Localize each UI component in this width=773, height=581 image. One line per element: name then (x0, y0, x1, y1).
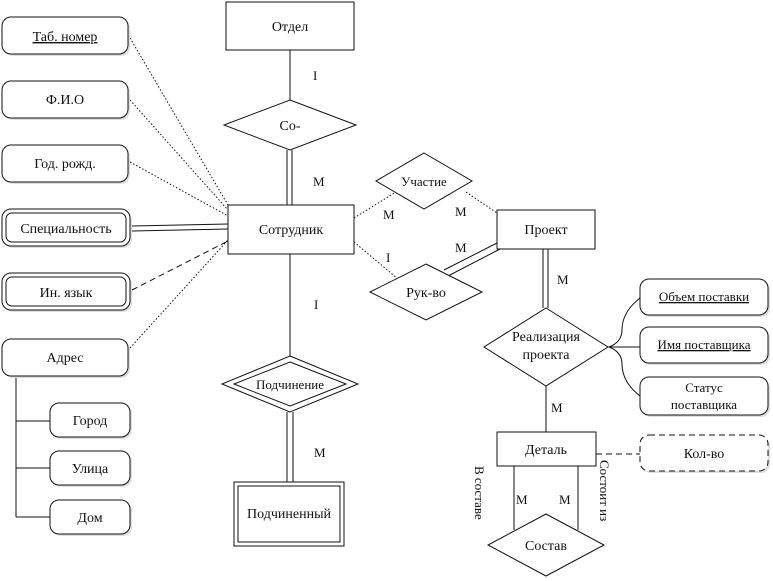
rel-subordination: Подчинение (220, 355, 360, 413)
rel-composition-label: Состав (525, 539, 567, 554)
entity-subordinate-label: Подчиненный (247, 507, 331, 522)
card-co-employee: M (313, 174, 325, 189)
attr-street: Улица (49, 450, 132, 487)
rel-management: Рук-во (368, 263, 484, 321)
attr-supplier-name: Имя поставщика (639, 326, 770, 365)
attr-house: Дом (49, 499, 132, 536)
link-address (129, 239, 229, 349)
rel-subordination-label: Подчинение (256, 377, 324, 392)
link-foreign-language (131, 240, 229, 291)
attr-birth-year-label: Год. рожд. (34, 157, 96, 172)
entity-employee: Сотрудник (227, 204, 355, 255)
attr-tab-number: Таб. номер (1, 16, 130, 56)
entity-part: Деталь (496, 431, 597, 467)
entity-department: Отдел (225, 1, 355, 51)
attr-tab-number-label: Таб. номер (33, 30, 98, 45)
attr-address: Адрес (1, 338, 130, 378)
card-dept-co: I (313, 68, 317, 83)
card-emp-management: I (386, 250, 390, 265)
attr-supplier-name-label: Имя поставщика (658, 337, 751, 352)
attr-full-name-label: Ф.И.О (46, 93, 84, 108)
card-emp-participation: M (383, 207, 395, 222)
link-birth-year (129, 161, 229, 217)
attr-quantity: Кол-во (639, 434, 770, 473)
link-emp-management (353, 241, 399, 280)
entity-department-label: Отдел (272, 20, 308, 35)
card-implementation-part: M (551, 400, 563, 415)
entity-subordinate: Подчиненный (233, 481, 345, 547)
rel-participation-label: Участие (401, 174, 447, 189)
attr-quantity-label: Кол-во (684, 447, 725, 462)
rel-management-label: Рук-во (406, 286, 446, 301)
card-part-composition-right: M (559, 492, 571, 507)
attr-full-name: Ф.И.О (1, 80, 130, 120)
entity-project: Проект (496, 209, 596, 250)
attr-birth-year: Год. рожд. (1, 144, 130, 184)
card-management-project: M (455, 240, 467, 255)
attr-city: Город (49, 402, 132, 439)
entity-part-label: Деталь (525, 443, 567, 458)
link-emp-participation (353, 191, 397, 219)
rel-implementation-label-1: Реализация (512, 330, 581, 345)
link-participation-project (465, 191, 498, 214)
attr-supplier-status-label-1: Статус (685, 380, 723, 395)
card-project-implementation: M (557, 272, 569, 287)
rel-participation: Участие (375, 152, 473, 210)
card-participation-project: M (455, 204, 467, 219)
attr-supplier-status-label-2: поставщика (671, 397, 737, 412)
attr-foreign-language-label: Ин. язык (40, 286, 93, 301)
link-full-name (129, 99, 229, 211)
rel-implementation: Реализация проекта (483, 307, 609, 387)
entity-project-label: Проект (524, 223, 567, 238)
link-specialty (131, 223, 229, 227)
rel-composition: Состав (486, 513, 606, 577)
attr-supplier-status: Статус поставщика (639, 376, 770, 417)
rel-co: Со- (222, 99, 358, 151)
attr-street-label: Улица (72, 462, 109, 477)
entity-employee-label: Сотрудник (259, 223, 323, 238)
rel-co-label: Со- (280, 119, 301, 134)
link-tab-number (129, 37, 229, 206)
attr-supply-volume: Объем поставки (639, 278, 770, 317)
attr-city-label: Город (73, 414, 108, 429)
attr-foreign-language: Ин. язык (1, 272, 132, 312)
card-emp-subordination: I (314, 297, 318, 312)
attr-specialty-label: Специальность (20, 222, 111, 237)
card-subordination-subordinate: M (314, 445, 326, 460)
role-included-in: В составе (472, 466, 487, 520)
card-part-composition-left: M (516, 492, 528, 507)
role-consists-of: Состоит из (597, 460, 612, 521)
attr-supply-volume-label: Объем поставки (659, 289, 749, 304)
rel-implementation-label-2: проекта (523, 348, 571, 363)
attr-specialty: Специальность (1, 208, 132, 248)
attr-address-label: Адрес (46, 351, 83, 366)
link-management-project (443, 241, 500, 271)
attr-house-label: Дом (77, 511, 102, 526)
